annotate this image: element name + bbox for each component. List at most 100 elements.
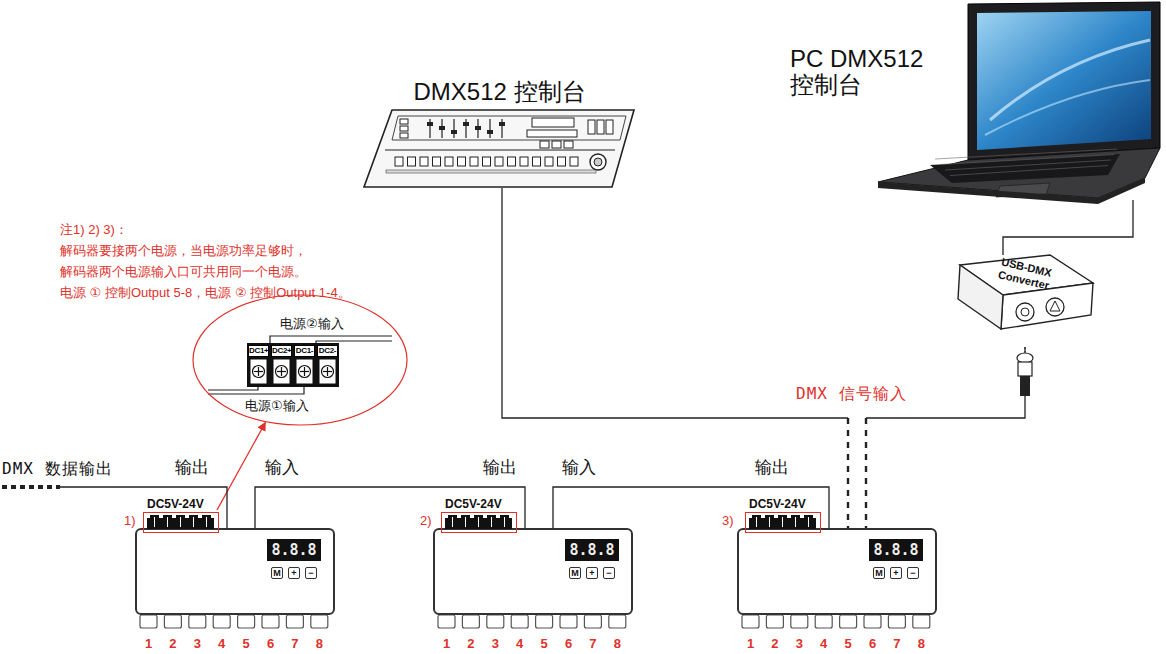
decoder-box: DC5V-24V8.8.8M+− [737,528,937,615]
port-number: 7 [583,636,603,651]
seven-segment-display: 8.8.8 [565,539,619,561]
port-number: 1 [437,636,457,651]
dmx-out-line [2,487,227,528]
output-ports [140,615,930,628]
console-button [395,157,403,166]
port-direction-label: 输入 [562,458,596,478]
drawing-rect [1020,376,1030,396]
port-number: 3 [789,636,809,651]
console-strip [386,170,596,173]
port-number: 4 [814,636,834,651]
terminal-slot [769,517,770,527]
connector [502,188,848,528]
signal-label: DMX 数据输出 [2,459,113,478]
console-key [400,119,408,124]
connector-line [217,423,265,511]
terminal-label: DC2+ [271,345,292,357]
drawing-polyline [270,336,392,343]
fader-slot [429,119,430,138]
panel-button: − [305,567,317,579]
panel-button: − [603,567,615,579]
drawing-line [385,149,615,150]
fader-knob [499,122,505,126]
output-port [487,615,504,628]
voltage-label: DC5V-24V [749,497,806,511]
xlr-socket [1046,298,1064,316]
console-button [570,157,578,166]
terminal-slot [465,517,466,527]
console-key [597,120,604,134]
connector-line [1003,200,1133,255]
port-number: 2 [163,636,183,651]
key-row [950,166,1108,176]
pc-title: PC DMX512 控制台 [790,46,940,98]
output-port [609,615,626,628]
console-button [445,157,453,166]
terminal-slot [478,517,479,527]
output-port [888,615,905,628]
terminal-slot [756,517,757,527]
note-text: 解码器要接两个电源，当电源功率足够时， [60,243,307,259]
port-number: 5 [534,636,554,651]
note-text: 电源 ① 控制Output 5-8，电源 ② 控制Output 1-4。 [60,285,351,301]
console-key [588,120,595,134]
drawing-polygon [968,2,1160,160]
output-port [536,615,553,628]
console-button [420,157,428,166]
converter-side [958,265,1003,329]
xlr-socket [1021,308,1029,316]
console-button [533,157,541,166]
drawing-polygon [878,178,1145,204]
output-port [913,615,930,628]
panel-button: + [288,567,300,579]
console-key [540,141,549,148]
output-port [189,615,206,628]
note-text: 注1) 2) 3)： [60,222,128,238]
port-number: 3 [485,636,505,651]
terminal-outline [441,512,517,533]
xlr-socket [1050,301,1060,311]
panel-button: − [907,567,919,579]
fader-slot [501,119,502,138]
power-input-label: 电源①输入 [245,398,309,413]
terminal-outline [143,512,219,533]
terminal-label: DC2- [317,345,338,357]
callout-number: 3) [722,513,734,528]
connector-line [553,487,829,528]
screw-housing [273,359,290,384]
port-number: 3 [187,636,207,651]
drawing-path [990,40,1150,120]
drawing-polyline [208,387,304,394]
screw-housing [296,359,313,384]
note-text: 解码器两个电源输入口可共用同一个电源。 [60,264,307,280]
port-number: 8 [911,636,931,651]
panel-button: M [873,567,885,579]
connector-dashed [847,418,849,528]
callout-circle: 电源②输入电源①输入DC1+DC2+DC1-DC2- [192,294,408,426]
voltage-label: DC5V-24V [147,497,204,511]
port-number: 5 [838,636,858,651]
console-button [545,157,553,166]
output-port [766,615,783,628]
output-port [164,615,181,628]
screw-slot [304,367,305,376]
drawing-polygon [392,116,626,140]
output-port [815,615,832,628]
terminal-screws [746,513,819,531]
port-number: 6 [559,636,579,651]
terminal-block: DC1+DC2+DC1-DC2- [247,343,339,387]
console-button [408,157,416,166]
port-number: 2 [765,636,785,651]
screw-housing [319,359,336,384]
voltage-label: DC5V-24V [445,497,502,511]
decoder-box: DC5V-24V8.8.8M+− [433,528,633,615]
output-port [140,615,157,628]
output-port [560,615,577,628]
terminal-slot [808,517,809,527]
connector [217,423,265,511]
terminal-slot [180,517,181,527]
fader-slot [453,119,454,138]
port-number: 1 [139,636,159,651]
screw-head [276,366,288,378]
